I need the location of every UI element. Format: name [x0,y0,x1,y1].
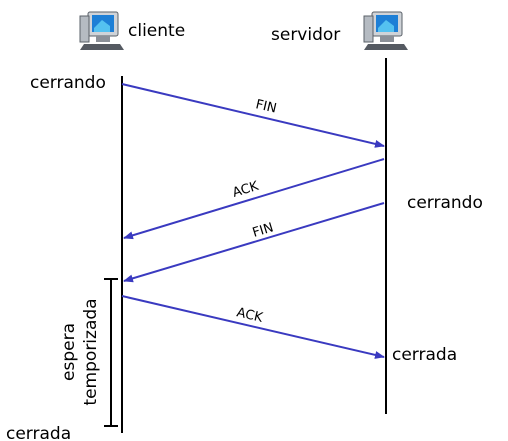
server-closed-label: cerrada [392,345,457,365]
ack-label-1: ACK [231,179,261,201]
fin-label-2: FIN [251,220,276,240]
client-closed-label: cerrada [6,424,71,441]
fin-arrow-client-to-server [121,83,385,148]
server-label: servidor [271,25,340,45]
computer-icon [363,11,409,51]
timed-wait-label-line1: espera [59,323,79,381]
ack-arrow-client-to-server [121,295,385,359]
timed-wait-bracket [104,278,118,427]
ack-arrow-server-to-client [123,158,385,240]
timed-wait-label-line2: temporizada [81,298,101,405]
fin-arrow-server-to-client [123,202,385,283]
client-label: cliente [128,21,185,41]
fin-label-1: FIN [254,97,278,116]
computer-icon [79,11,125,51]
client-closing-label: cerrando [30,73,106,93]
ack-label-2: ACK [235,305,264,326]
server-closing-label: cerrando [407,193,483,213]
